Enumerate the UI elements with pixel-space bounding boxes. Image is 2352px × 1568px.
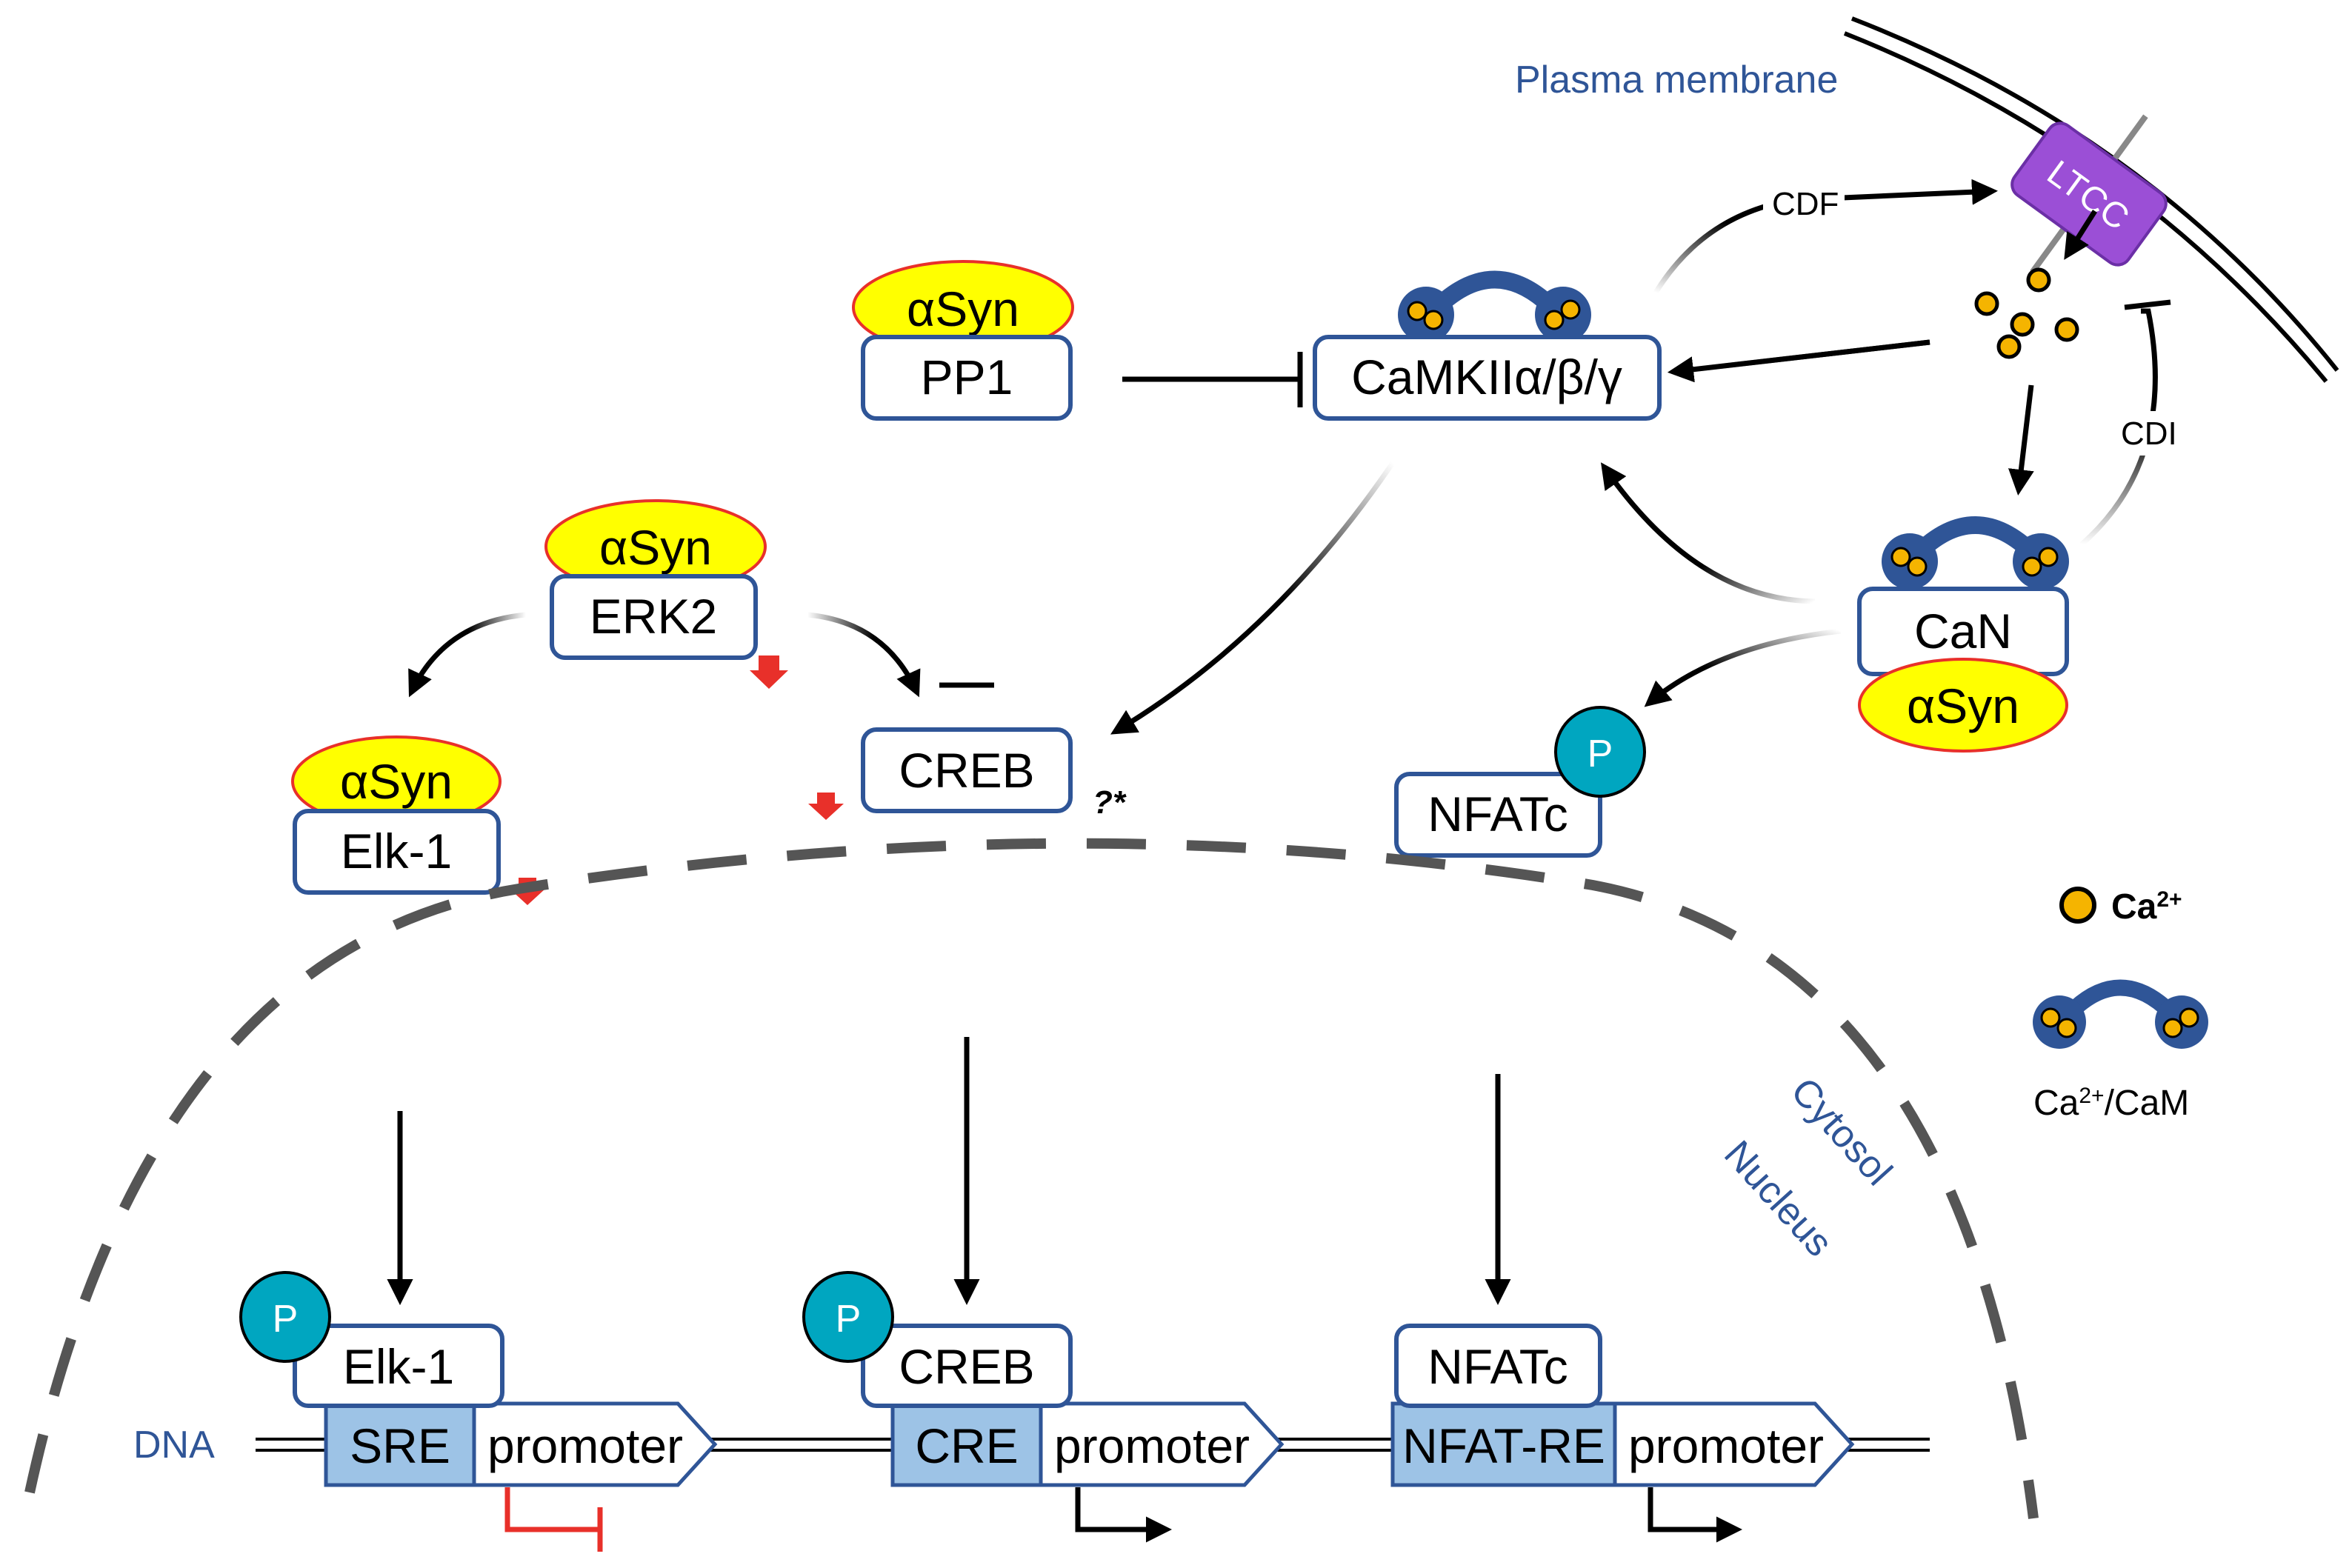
creb-nuclear-box <box>861 1324 1073 1408</box>
camkii-label: CaMKIIα/β/γ <box>1351 350 1622 404</box>
cdi-label: CDI <box>2121 416 2177 452</box>
arrow-erk2-to-elk1 <box>408 612 527 698</box>
creb-nuclear-label: CREB <box>899 1339 1034 1394</box>
plasma-membrane-label: Plasma membrane <box>1515 59 1838 101</box>
erk2-decrease-arrow <box>750 655 788 689</box>
arrow-ca-to-can <box>2008 384 2034 496</box>
promoter-3 <box>1613 1401 1855 1487</box>
pp1-label: PP1 <box>921 350 1013 404</box>
cdf-label-bg <box>1763 178 1845 222</box>
elk1-nuclear-box <box>293 1324 504 1408</box>
cdi-bar <box>2124 299 2171 310</box>
cre-transcription-arrow <box>1075 1487 1172 1543</box>
cytosol-label: Cytosol <box>1782 1070 1900 1194</box>
phospho-elk1-label: P <box>273 1298 299 1341</box>
nfat-re-element <box>1390 1401 1617 1487</box>
legend-ca-icon <box>2059 887 2096 924</box>
asyn-pp1-label: αSyn <box>907 281 1019 336</box>
phospho-elk1 <box>239 1271 331 1363</box>
phospho-creb-label: P <box>836 1298 862 1341</box>
asyn-erk2-label: αSyn <box>599 520 712 575</box>
uncertain-label: ?* <box>1093 784 1127 821</box>
legend-cacam-label: Ca2+/CaM <box>2033 1084 2189 1124</box>
nfatc-cyto-box <box>1394 772 1602 858</box>
promoter-3-label: promoter <box>1628 1418 1824 1473</box>
calcium-ions <box>1974 267 2079 359</box>
phospho-creb <box>802 1271 894 1363</box>
nfatc-nuclear-box <box>1394 1324 1602 1408</box>
sre-repression <box>504 1487 600 1532</box>
asyn-can <box>1858 658 2068 753</box>
arrow-ca-to-camkii-solid <box>1668 339 1930 383</box>
nfat-re-label: NFAT-RE <box>1402 1418 1605 1473</box>
elk1-cyto-label: Elk-1 <box>341 824 452 878</box>
arrow-camkii-to-creb <box>1110 461 1395 735</box>
pp1-box <box>861 335 1073 421</box>
asyn-can-label: αSyn <box>1907 678 2019 733</box>
cam-on-camkii <box>1398 270 1591 343</box>
erk2-label: ERK2 <box>590 589 717 644</box>
can-label: CaN <box>1914 604 2012 658</box>
ltcc-channel: LTCC <box>2010 114 2168 274</box>
legend-ca-label: Ca2+ <box>2111 887 2182 927</box>
cam-on-can <box>1882 516 2069 590</box>
promoter-1-label: promoter <box>487 1418 683 1473</box>
arrow-erk2-to-creb <box>807 612 921 698</box>
nucleus-label: Nucleus <box>1716 1132 1841 1264</box>
nfatc-nuclear-label: NFATc <box>1427 1339 1568 1394</box>
cre-label: CRE <box>915 1418 1018 1473</box>
creb-cyto-label: CREB <box>899 743 1034 798</box>
arrow-ltcc-to-ca <box>2064 210 2097 260</box>
nfatc-cyto-label: NFATc <box>1427 787 1568 841</box>
arrow-can-to-nfatc <box>1644 628 1842 707</box>
elk1-cyto-box <box>293 809 501 895</box>
creb-cyto-box <box>861 727 1073 813</box>
nfat-re-transcription-arrow <box>1648 1487 1742 1543</box>
camkii-box <box>1313 335 1662 421</box>
sre-label: SRE <box>350 1418 450 1473</box>
promoter-1 <box>472 1401 718 1487</box>
arrow-can-to-camkii <box>1601 462 1816 604</box>
promoter-2-label: promoter <box>1054 1418 1250 1473</box>
erk2-box <box>550 574 758 660</box>
creb-decrease-arrow <box>808 793 844 820</box>
nuclear-envelope <box>24 838 2039 1519</box>
promoter-2 <box>1039 1401 1285 1487</box>
phospho-nfatc-cyto-label: P <box>1588 733 1613 775</box>
cdf-label: CDF <box>1772 186 1839 222</box>
cdi-label-bg <box>2115 411 2185 456</box>
phospho-nfatc-cyto <box>1554 706 1646 798</box>
elk1-nuclear-label: Elk-1 <box>343 1339 454 1394</box>
asyn-elk1-label: αSyn <box>340 754 453 809</box>
dna-label: DNA <box>133 1424 215 1467</box>
legend-cacam-icon <box>2033 979 2208 1049</box>
legend: Ca2+ Ca2+/CaM <box>2033 887 2208 1124</box>
